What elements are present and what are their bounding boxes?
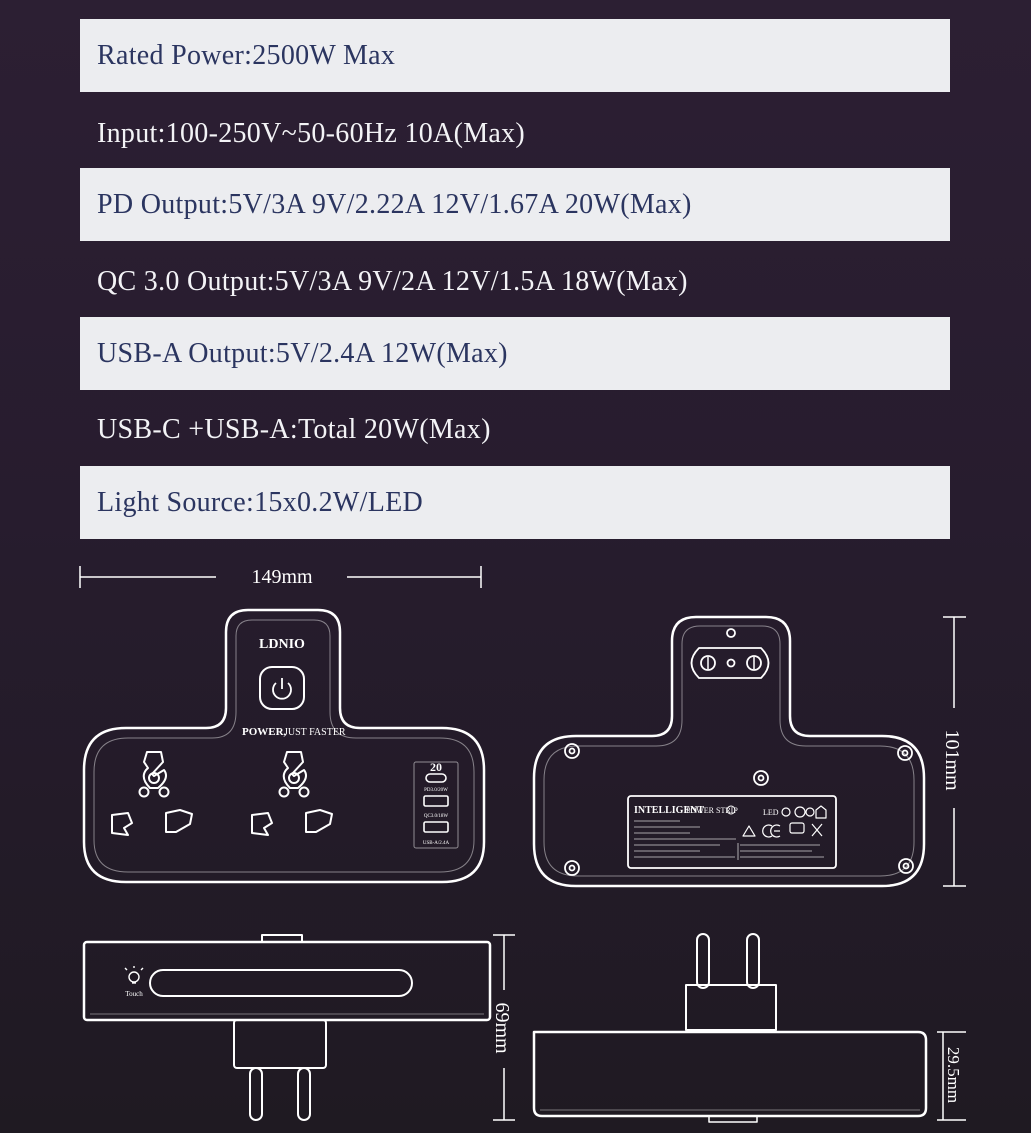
mounting-screws xyxy=(564,743,914,876)
depth-dimension: 69mm xyxy=(491,934,515,1121)
front-view: LDNIO POWER, JUST FASTER 20 xyxy=(82,608,486,884)
eu-plug-face xyxy=(690,628,770,679)
led-mark: LED xyxy=(763,808,779,817)
label-subtitle: POWER STRIP xyxy=(686,806,738,815)
body-depth-label: 29.5mm xyxy=(944,1047,963,1103)
slogan-bold: POWER, xyxy=(242,726,287,738)
height-dimension: 101mm xyxy=(941,616,966,887)
plug-side-1 xyxy=(233,1019,327,1121)
spec-total-output: USB-C +USB-A:Total 20W(Max) xyxy=(97,413,491,445)
slogan-light: JUST FASTER xyxy=(284,727,346,738)
certification-icons xyxy=(742,805,827,838)
depth-label: 69mm xyxy=(491,1002,513,1054)
spec-rated-power: Rated Power:2500W Max xyxy=(80,19,950,92)
power-icon xyxy=(272,678,292,700)
pd-port-label: PD3.0/20W xyxy=(424,788,448,793)
touch-label: Touch xyxy=(125,990,143,998)
top-view: Touch xyxy=(82,934,492,1121)
back-view: INTELLIGENT POWER STRIP LED xyxy=(532,615,926,888)
ac-socket-2 xyxy=(251,751,333,836)
plug-side-2 xyxy=(685,933,777,1031)
usb-a-port xyxy=(423,821,449,833)
usb-port-panel: 20 PD3.0/20W QC3.0/18W USB-A/2.4A xyxy=(413,760,459,849)
spec-pd-output: PD Output:5V/3A 9V/2.22A 12V/1.67A 20W(M… xyxy=(80,168,950,241)
height-label: 101mm xyxy=(941,729,963,791)
label-title: INTELLIGENT xyxy=(634,805,704,816)
brand-logo: LDNIO xyxy=(259,637,305,652)
fast-charge-badge: 20 xyxy=(430,760,442,774)
usba-port-label: USB-A/2.4A xyxy=(423,841,450,846)
spec-input: Input:100-250V~50-60Hz 10A(Max) xyxy=(97,117,526,149)
spec-qc-output: QC 3.0 Output:5V/3A 9V/2A 12V/1.5A 18W(M… xyxy=(97,265,688,297)
qc-port-label: QC3.0/18W xyxy=(424,814,449,819)
qc-usb-a-port xyxy=(423,795,449,807)
spec-light-source: Light Source:15x0.2W/LED xyxy=(80,466,950,539)
body-depth-dimension: 29.5mm xyxy=(937,1031,966,1121)
ac-socket-1 xyxy=(111,751,193,836)
width-label: 149mm xyxy=(251,566,313,588)
led-light-strip xyxy=(149,969,413,997)
power-button xyxy=(259,666,305,710)
spec-usba-output: USB-A Output:5V/2.4A 12W(Max) xyxy=(80,317,950,390)
spec-label-sticker: INTELLIGENT POWER STRIP LED xyxy=(627,795,837,869)
side-view xyxy=(532,933,928,1123)
touch-bulb-icon xyxy=(124,966,144,984)
usb-c-port xyxy=(425,773,447,783)
width-dimension: 149mm xyxy=(79,566,482,588)
